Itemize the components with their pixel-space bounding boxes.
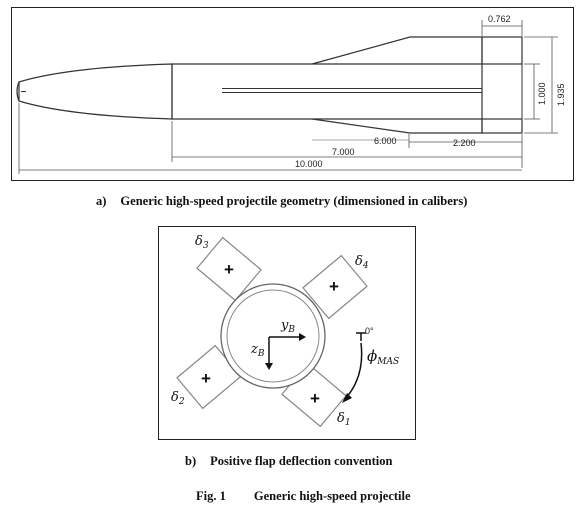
caption-a: a) Generic high-speed projectile geometry… [96, 194, 467, 209]
dim-body-diameter: 1.000 [537, 82, 547, 105]
delta-4-label: δ4 [355, 254, 369, 271]
figure-caption-text: Generic high-speed projectile [253, 489, 411, 503]
flap-3 [196, 236, 262, 302]
z-axis-label: zB [250, 342, 265, 359]
lower-flap [481, 118, 523, 134]
caption-a-text: Generic high-speed projectile geometry (… [120, 194, 468, 208]
delta-3-label: δ3 [195, 234, 209, 251]
delta-2-label: δ2 [171, 390, 185, 407]
flap-1-plus: + [310, 389, 320, 408]
dim-cylinder-end: 7.000 [332, 147, 355, 157]
phi-mas-label: ϕMAS [367, 347, 399, 367]
upper-fin [311, 36, 483, 65]
figure-caption: Fig. 1 Generic high-speed projectile [196, 489, 411, 504]
flap-4-plus: + [329, 277, 339, 296]
caption-b: b) Positive flap deflection convention [185, 454, 392, 469]
nose-ogive [18, 63, 173, 120]
caption-b-label: b) [185, 454, 197, 468]
y-axis-label: yB [280, 318, 295, 335]
flap-2-plus: + [201, 369, 211, 388]
dim-boattail-start: 6.000 [374, 136, 397, 146]
flap-3-plus: + [224, 260, 234, 279]
dim-total-length: 10.000 [295, 159, 323, 169]
flap-convention-drawing: + + + + yB zB δ3 δ4 δ2 δ1 0° ϕMAS [171, 234, 399, 428]
figure-caption-label: Fig. 1 [196, 489, 226, 503]
phi-arc-arrow [344, 342, 363, 400]
flap-convention-panel: + + + + yB zB δ3 δ4 δ2 δ1 0° ϕMAS [158, 226, 416, 440]
caption-a-label: a) [96, 194, 107, 208]
dim-fin-span: 1.935 [556, 83, 566, 106]
projectile-drawing: 0.762 1.000 1.935 6.000 2.200 7.000 10.0… [16, 14, 566, 174]
flap-4 [302, 254, 368, 320]
delta-1-label: δ1 [337, 411, 351, 428]
zero-angle-label: 0° [365, 326, 374, 336]
projectile-geometry-panel: 0.762 1.000 1.935 6.000 2.200 7.000 10.0… [11, 7, 574, 181]
lower-fin [311, 118, 483, 134]
dim-fin-length: 2.200 [453, 138, 476, 148]
dim-fin-chord: 0.762 [488, 14, 511, 24]
upper-flap [481, 36, 523, 65]
nose-tip [16, 81, 20, 102]
caption-b-text: Positive flap deflection convention [210, 454, 393, 468]
body-inner-ring [226, 289, 320, 383]
